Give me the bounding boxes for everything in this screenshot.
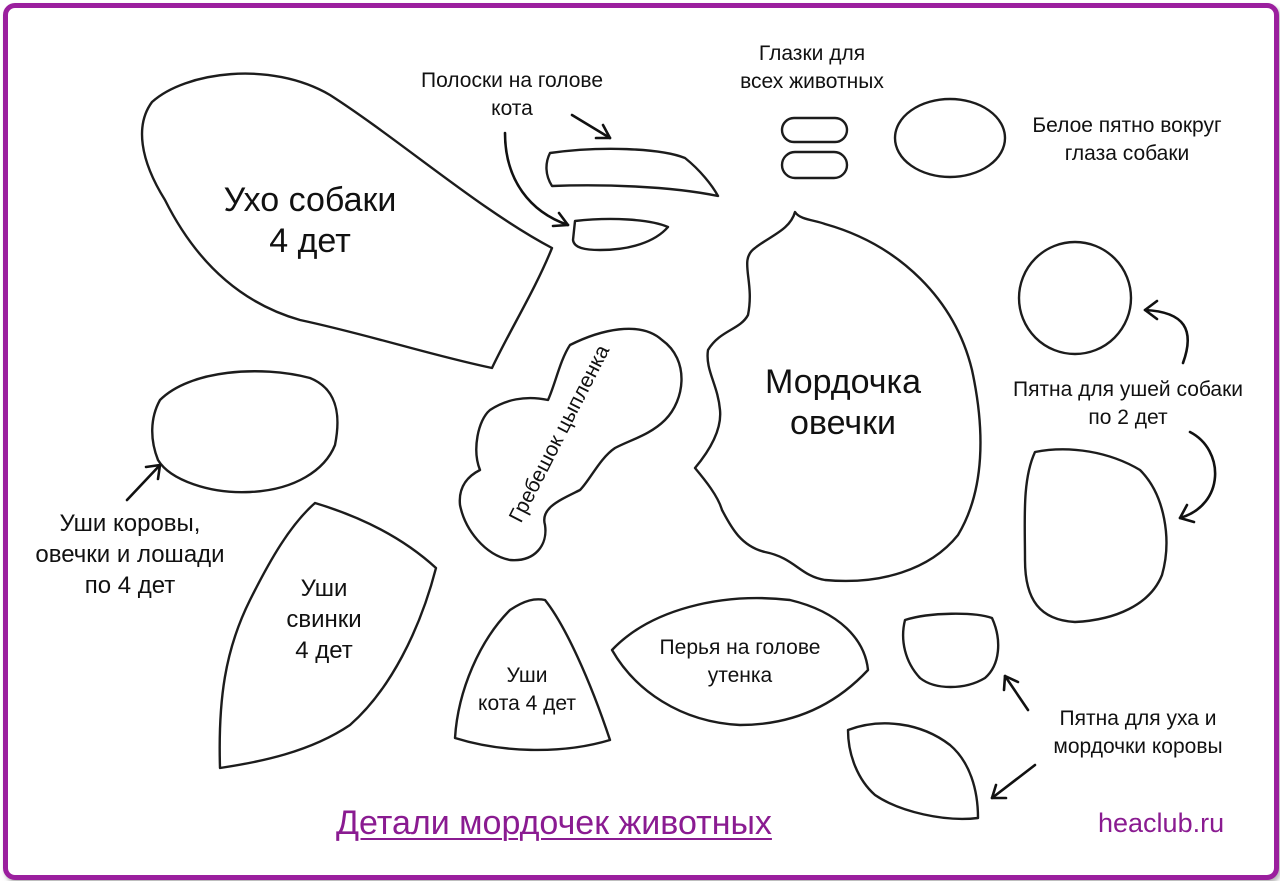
arrow-cow-spot-small <box>1002 674 1030 712</box>
arrow-cow-spot-leaf <box>990 763 1037 800</box>
cat-stripe-shape-top <box>545 147 720 198</box>
eye-shape-top <box>780 116 849 144</box>
site-watermark: heaclub.ru <box>1098 808 1225 838</box>
dog-eye-spot-shape <box>893 97 1007 179</box>
cat-stripe-shape-bottom <box>571 217 670 252</box>
cow-spot-leaf-shape <box>846 722 980 821</box>
arrow-cow-ear <box>125 463 162 502</box>
duck-feathers-shape <box>610 596 870 727</box>
pig-ear-shape <box>218 501 438 770</box>
dog-ear-spot-round-shape <box>1017 240 1133 356</box>
eye-shape-bottom <box>780 150 849 180</box>
arrow-cat-stripe-top <box>570 113 612 140</box>
page-title: Детали мордочек животных <box>336 804 772 842</box>
sheep-face-shape <box>693 210 982 583</box>
chick-comb-shape <box>458 327 683 562</box>
dog-ear-spot-triangle-shape <box>1023 448 1168 624</box>
cow-spot-small-shape <box>901 612 1000 689</box>
cat-ear-shape <box>453 598 612 752</box>
arrow-dog-spot-triangle <box>1178 430 1217 524</box>
arrow-dog-spot-round <box>1143 299 1189 365</box>
arrow-cat-stripe-bottom <box>503 131 570 228</box>
cow-ear-shape <box>151 370 339 494</box>
dog-ear-shape <box>140 72 554 370</box>
